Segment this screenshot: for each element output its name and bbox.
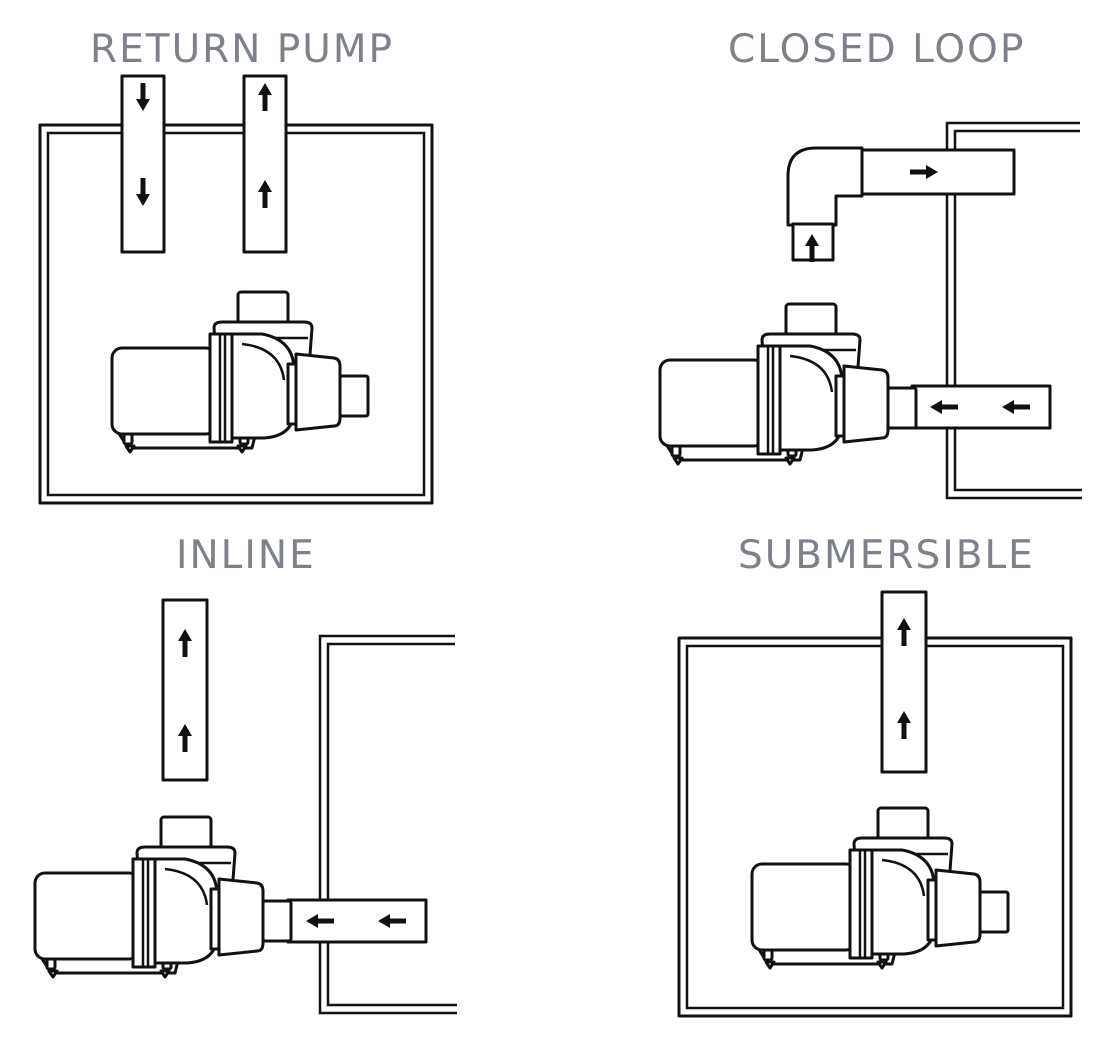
tank-icon <box>318 634 457 1015</box>
panel-title-return-pump: RETURN PUMP <box>90 27 395 72</box>
pump-icon <box>33 815 293 979</box>
panel-title-closed-loop: CLOSED LOOP <box>728 27 1026 72</box>
panel-title-inline: INLINE <box>176 533 316 578</box>
tank-icon <box>945 121 1082 500</box>
closed-loop-panel <box>658 121 1082 500</box>
inline-panel <box>33 598 457 1015</box>
elbow-fitting-icon <box>786 146 1016 262</box>
panel-title-submersible: SUBMERSIBLE <box>738 533 1035 578</box>
submersible-panel <box>677 590 1073 1018</box>
pump-icon <box>658 302 918 466</box>
return-pump-panel <box>38 74 434 505</box>
